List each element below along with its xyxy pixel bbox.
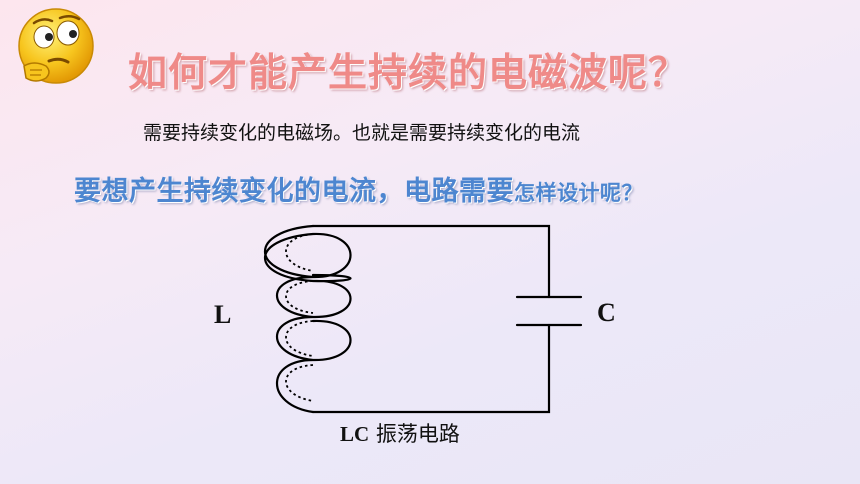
lc-circuit-diagram [263,224,583,414]
inductor-label: L [214,300,232,329]
question-main: 要想产生持续变化的电流，电路需要 [74,176,514,207]
caption-text: 振荡电路 [369,422,460,446]
capacitor-label: C [597,298,616,327]
subtitle-text: 需要持续变化的电磁场。也就是需要持续变化的电流 [143,122,581,144]
slide-title: 如何才能产生持续的电磁波呢？ [128,51,689,96]
bottom-wire [311,323,551,414]
circuit-caption: LC 振荡电路 [340,418,460,448]
question-text: 要想产生持续变化的电流，电路需要怎样设计呢？ [74,169,643,208]
inductor-coil [263,224,352,414]
caption-lc: LC [340,422,370,446]
thinking-face-icon [18,8,94,84]
top-wire [311,224,551,299]
question-tail: 怎样设计呢？ [514,181,643,205]
